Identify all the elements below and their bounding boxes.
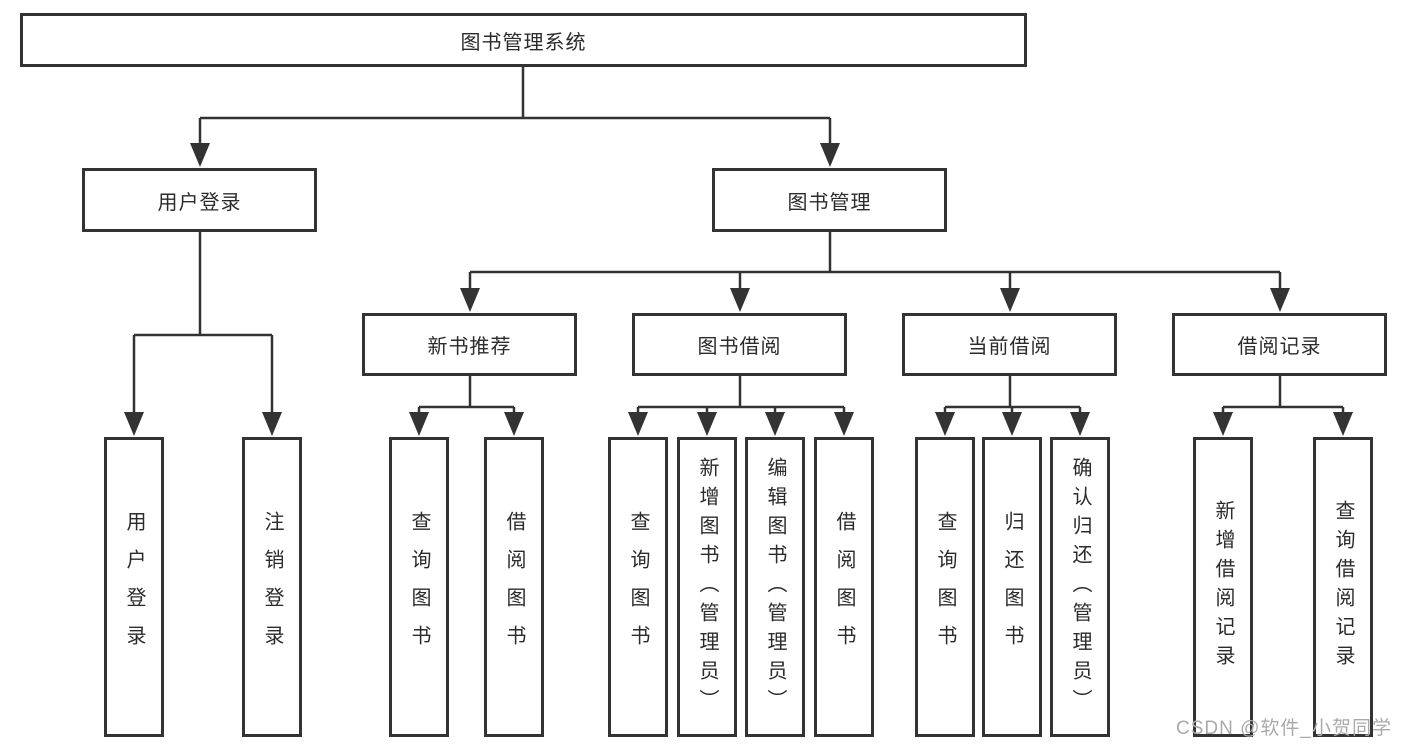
leaf-label: 借阅图书 bbox=[503, 511, 525, 663]
leaf-borrow-books-2: 借阅图书 bbox=[814, 437, 874, 737]
leaf-edit-book-admin: 编辑图书（管理员） bbox=[745, 437, 805, 737]
leaf-label: 注销登录 bbox=[261, 511, 283, 663]
leaf-label: 新增借阅记录 bbox=[1212, 500, 1234, 674]
node-borrowing-records: 借阅记录 bbox=[1172, 313, 1387, 376]
node-library-management-system: 图书管理系统 bbox=[20, 13, 1027, 67]
node-label: 当前借阅 bbox=[967, 336, 1052, 358]
leaf-label: 确认归还（管理员） bbox=[1069, 456, 1091, 718]
leaf-return-books: 归还图书 bbox=[982, 437, 1042, 737]
leaf-label: 查询图书 bbox=[408, 511, 430, 663]
leaf-label: 查询借阅记录 bbox=[1332, 500, 1354, 674]
leaf-label: 归还图书 bbox=[1001, 511, 1023, 663]
node-user-login: 用户登录 bbox=[82, 168, 317, 232]
node-current-borrowing: 当前借阅 bbox=[902, 313, 1117, 376]
node-label: 图书借阅 bbox=[697, 336, 782, 358]
leaf-label: 查询图书 bbox=[627, 511, 649, 663]
leaf-add-book-admin: 新增图书（管理员） bbox=[677, 437, 737, 737]
leaf-query-books-2: 查询图书 bbox=[608, 437, 668, 737]
leaf-label: 新增图书（管理员） bbox=[696, 456, 718, 718]
node-book-management: 图书管理 bbox=[712, 168, 947, 232]
node-label: 图书管理 bbox=[787, 191, 872, 214]
leaf-logout: 注销登录 bbox=[242, 437, 302, 737]
csdn-watermark: CSDN @软件_小贺同学 bbox=[1176, 718, 1392, 739]
leaf-label: 借阅图书 bbox=[833, 511, 855, 663]
arrowheads bbox=[124, 143, 1353, 436]
leaf-user-login: 用户登录 bbox=[104, 437, 164, 737]
leaf-query-books-3: 查询图书 bbox=[915, 437, 975, 737]
leaf-label: 编辑图书（管理员） bbox=[764, 456, 786, 718]
node-label: 借阅记录 bbox=[1237, 336, 1322, 358]
leaf-label: 用户登录 bbox=[123, 511, 145, 663]
leaf-confirm-return-admin: 确认归还（管理员） bbox=[1050, 437, 1110, 737]
node-label: 图书管理系统 bbox=[460, 31, 587, 54]
leaf-borrow-books: 借阅图书 bbox=[484, 437, 544, 737]
node-label: 新书推荐 bbox=[427, 336, 512, 358]
node-book-borrowing: 图书借阅 bbox=[632, 313, 847, 376]
node-new-book-recommendation: 新书推荐 bbox=[362, 313, 577, 376]
leaf-label: 查询图书 bbox=[934, 511, 956, 663]
leaf-add-borrow-record: 新增借阅记录 bbox=[1193, 437, 1253, 737]
leaf-query-borrow-record: 查询借阅记录 bbox=[1313, 437, 1373, 737]
node-label: 用户登录 bbox=[157, 191, 242, 214]
leaf-query-books: 查询图书 bbox=[389, 437, 449, 737]
